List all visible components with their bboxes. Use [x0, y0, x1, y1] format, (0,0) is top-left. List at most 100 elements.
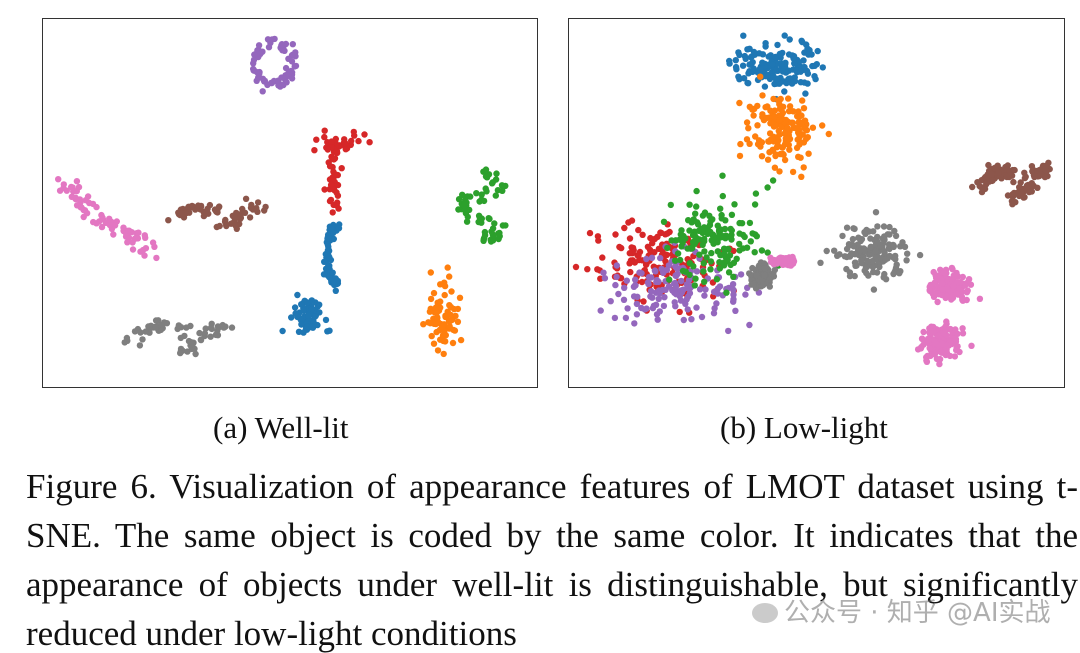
scatter-point — [959, 296, 966, 303]
scatter-point — [686, 271, 693, 279]
scatter-point — [124, 239, 131, 246]
scatter-point — [311, 147, 318, 154]
scatter-point — [1023, 183, 1031, 190]
scatter-point — [867, 244, 874, 251]
scatter-point — [495, 235, 502, 243]
scatter-point — [192, 350, 199, 358]
scatter-point — [677, 297, 685, 304]
scatter-point — [964, 287, 971, 294]
scatter-point — [624, 305, 631, 312]
scatter-point — [439, 323, 446, 330]
cluster-pink-10 — [767, 253, 798, 269]
scatter-point — [746, 219, 754, 227]
scatter-point — [949, 266, 956, 273]
scatter-point — [213, 223, 220, 231]
scatter-point — [706, 221, 714, 229]
scatter-point — [298, 321, 305, 328]
cluster-orange-1 — [736, 73, 832, 180]
scatter-point — [733, 66, 740, 73]
scatter-point — [699, 241, 706, 248]
scatter-point — [599, 254, 606, 261]
scatter-point — [747, 54, 755, 61]
scatter-point — [635, 252, 642, 259]
scatter-point — [916, 251, 924, 259]
scatter-point — [711, 237, 719, 244]
scatter-point — [757, 73, 764, 80]
scatter-point — [439, 332, 447, 339]
scatter-point — [321, 133, 328, 141]
scatter-point — [652, 268, 659, 275]
scatter-point — [686, 201, 693, 208]
scatter-point — [326, 176, 334, 183]
scatter-point — [904, 250, 911, 257]
scatter-point — [696, 286, 704, 293]
scatter-point — [316, 309, 323, 316]
scatter-point — [702, 286, 709, 293]
scatter-point — [1018, 189, 1025, 197]
scatter-point — [794, 125, 802, 132]
scatter-point — [759, 92, 766, 99]
scatter-point — [938, 280, 946, 287]
scatter-point — [843, 245, 851, 253]
scatter-point — [288, 314, 295, 321]
scatter-point — [698, 313, 706, 321]
scatter-point — [72, 194, 79, 201]
scatter-point — [798, 112, 805, 119]
cluster-gray-8 — [121, 317, 236, 358]
scatter-point — [278, 81, 286, 89]
scatter-point — [196, 329, 203, 337]
scatter-point — [716, 226, 723, 234]
scatter-point — [962, 282, 969, 289]
scatter-point — [926, 286, 933, 294]
scatter-point — [647, 288, 655, 295]
scatter-point — [779, 68, 786, 75]
scatter-point — [626, 235, 634, 242]
watermark-text: 公众号 · 知乎 @AI实战 — [784, 598, 1051, 628]
scatter-point — [1042, 162, 1049, 170]
scatter-point — [152, 317, 160, 324]
scatter-point — [809, 124, 817, 131]
scatter-point — [761, 260, 768, 267]
scatter-plot-low-light — [572, 32, 1053, 368]
scatter-point — [952, 326, 959, 333]
scatter-point — [494, 187, 502, 194]
cluster-blue-5 — [320, 221, 343, 294]
scatter-point — [135, 229, 142, 236]
scatter-point — [502, 222, 509, 229]
scatter-point — [333, 148, 341, 155]
scatter-point — [881, 270, 888, 278]
scatter-point — [98, 223, 106, 231]
scatter-point — [440, 350, 447, 358]
scatter-point — [805, 150, 812, 157]
cluster-brown-4 — [165, 195, 269, 232]
scatter-point — [753, 272, 760, 279]
scatter-point — [890, 243, 897, 251]
scatter-point — [995, 169, 1002, 176]
scatter-point — [802, 135, 810, 143]
scatter-point — [968, 342, 975, 349]
scatter-point — [201, 330, 209, 337]
scatter-point — [648, 254, 656, 261]
scatter-point — [282, 64, 290, 72]
scatter-point — [486, 215, 493, 223]
scatter-point — [250, 60, 257, 67]
scatter-point — [723, 289, 730, 296]
scatter-point — [769, 177, 777, 184]
scatter-point — [790, 108, 797, 115]
scatter-point — [629, 244, 637, 252]
scatter-point — [693, 203, 700, 210]
scatter-point — [464, 213, 471, 221]
scatter-point — [678, 277, 685, 285]
scatter-point — [718, 215, 725, 222]
scatter-point — [929, 328, 937, 335]
scatter-point — [692, 210, 699, 217]
scatter-point — [903, 257, 910, 264]
scatter-point — [366, 139, 373, 146]
scatter-point — [707, 258, 715, 265]
scatter-point — [714, 290, 721, 297]
scatter-point — [745, 125, 752, 132]
scatter-point — [620, 296, 628, 303]
scatter-point — [771, 80, 778, 88]
scatter-point — [772, 75, 780, 83]
scatter-point — [656, 308, 663, 315]
